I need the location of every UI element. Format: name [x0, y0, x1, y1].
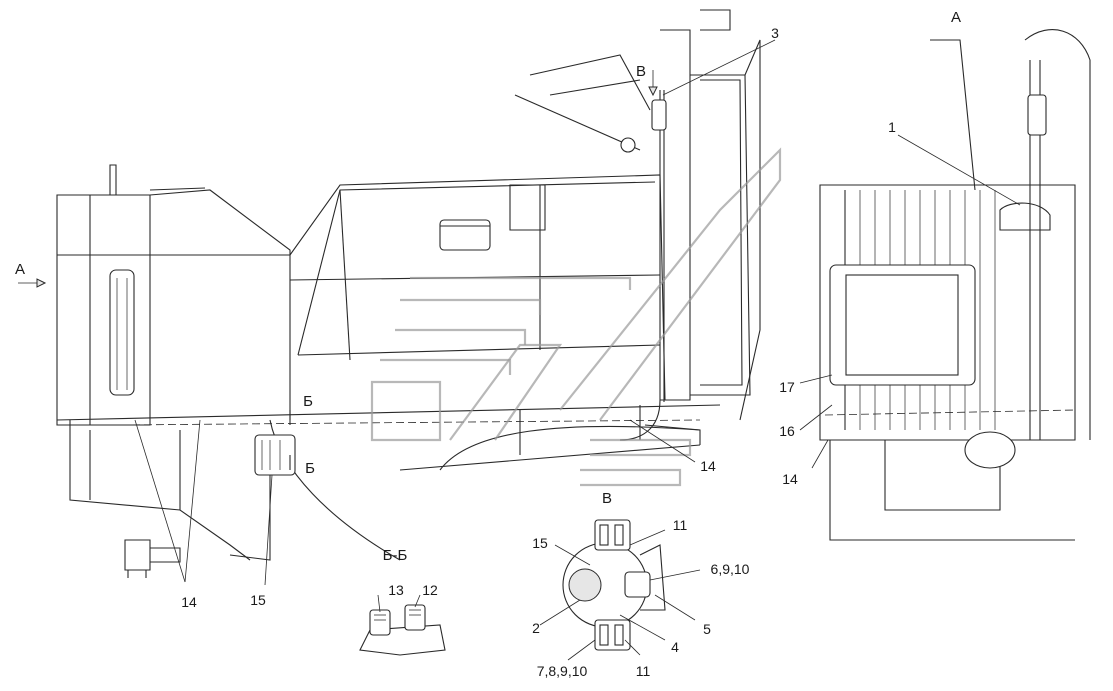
callout-5: 5 — [703, 621, 711, 637]
view-b-arrow-label: В — [636, 63, 646, 80]
view-a — [819, 29, 1091, 541]
section-mark-bottom: Б — [305, 460, 315, 477]
view-a-title: A — [951, 9, 961, 26]
labels: A В Б-Б A В Б Б 1 2 3 4 5 6,9,10 7,8,9,1… — [15, 9, 961, 679]
callout-4: 4 — [671, 639, 679, 655]
callout-16: 16 — [779, 423, 795, 439]
callout-15-view-b: 15 — [532, 535, 548, 551]
callout-14-view-a: 14 — [782, 471, 798, 487]
section-mark-top: Б — [303, 393, 313, 410]
watermark — [370, 147, 782, 487]
callout-14-main: 14 — [181, 594, 197, 610]
view-a-arrow-label: A — [15, 261, 25, 278]
callout-14-rear: 14 — [700, 458, 716, 474]
section-bb-title: Б-Б — [383, 547, 408, 564]
view-b-title: В — [602, 490, 612, 507]
callout-13: 13 — [388, 582, 404, 598]
view-b — [562, 519, 666, 651]
callout-1: 1 — [888, 119, 896, 135]
callout-17: 17 — [779, 379, 795, 395]
callout-11-top: 11 — [673, 517, 688, 533]
leader-lines — [18, 39, 1021, 661]
callout-3: 3 — [771, 25, 779, 41]
section-bb — [359, 604, 446, 656]
callout-7-8-9-10: 7,8,9,10 — [537, 663, 588, 679]
main-side-view — [56, 9, 761, 578]
callout-12: 12 — [422, 582, 438, 598]
callout-2: 2 — [532, 620, 540, 636]
callout-15-main: 15 — [250, 592, 266, 608]
callout-11-bottom: 11 — [636, 663, 651, 679]
callout-6-9-10: 6,9,10 — [711, 561, 750, 577]
